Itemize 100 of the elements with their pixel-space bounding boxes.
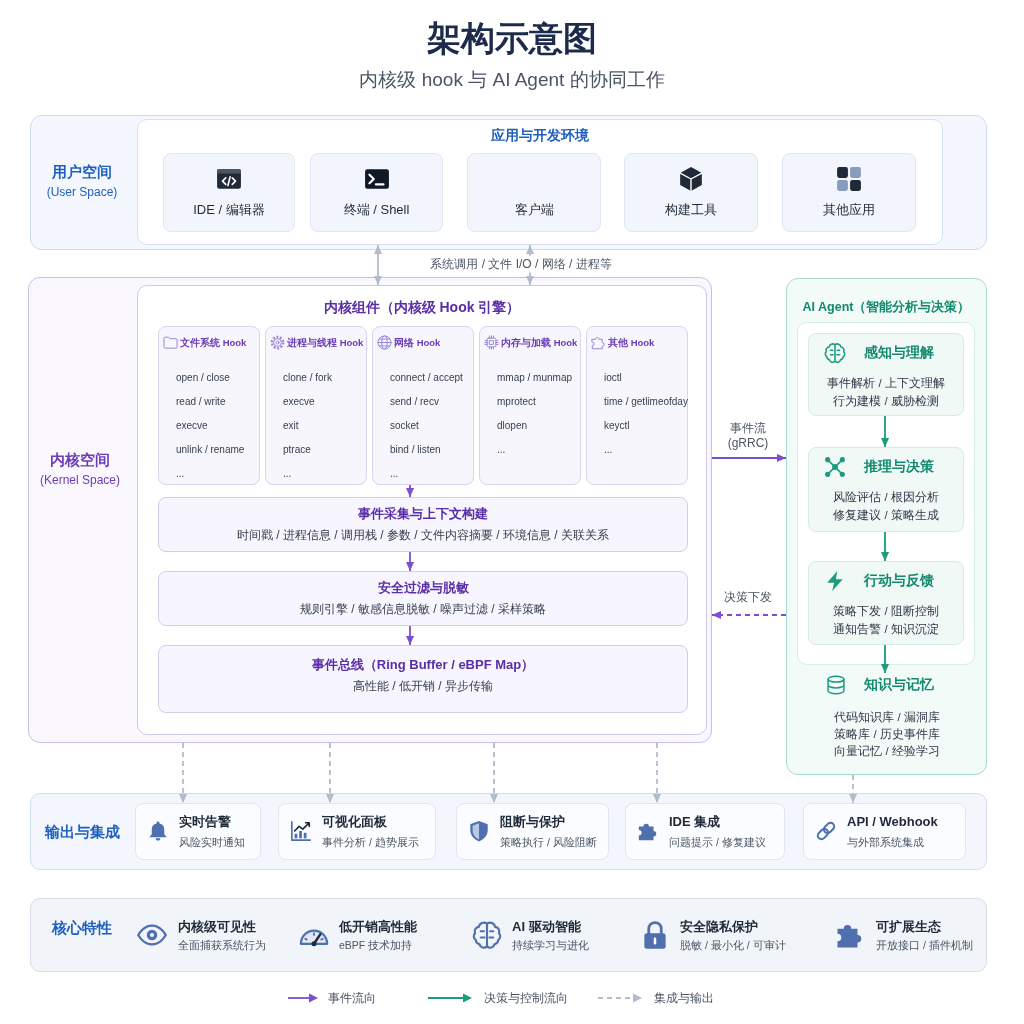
arrow: [880, 644, 890, 674]
step-title: 安全过滤与脱敏: [377, 579, 469, 596]
step-title: 事件总线（Ring Buffer / eBPF Map）: [311, 657, 535, 674]
hook-card: [479, 326, 581, 485]
stage-detail: 策略下发 / 阻断控制: [833, 603, 939, 619]
hook-card: [158, 326, 260, 485]
card-title: 实时告警: [179, 813, 231, 831]
stage-detail: 风险评估 / 根因分析: [833, 489, 939, 505]
feature-title: 低开销高性能: [339, 918, 417, 936]
syscall-item: unlink / rename: [176, 443, 245, 457]
stage-box: [808, 447, 964, 532]
stage-detail: 事件解析 / 上下文理解: [827, 375, 945, 391]
output-card: [625, 803, 785, 860]
app-card: [782, 153, 916, 232]
section-label: 内核空间: [50, 450, 110, 470]
section-band: [28, 277, 712, 743]
hook-card: [372, 326, 474, 485]
card-detail: 风险实时通知: [179, 836, 245, 850]
output-card: [135, 803, 261, 860]
card-detail: 问题提示 / 修复建议: [669, 836, 766, 850]
hook-title: 内存与加载 Hook: [501, 337, 578, 349]
arrow: [405, 484, 415, 498]
arrow: [405, 625, 415, 646]
arrow: [880, 415, 890, 448]
stage-box: [808, 333, 964, 416]
dashed-arrow: [489, 742, 499, 804]
app-card: [467, 153, 601, 232]
syscall-item: mprotect: [497, 395, 536, 409]
feature-title: AI 驱动智能: [512, 918, 581, 936]
syscall-item: bind / listen: [390, 443, 441, 457]
hook-title: 文件系统 Hook: [180, 337, 247, 349]
syscall-item: keyctl: [604, 419, 630, 433]
card-title: 可视化面板: [322, 813, 387, 831]
stage-detail: 行为建模 / 威胁检测: [833, 393, 939, 409]
agent-panel: [786, 278, 987, 775]
section-band: [30, 793, 987, 870]
syscall-item: connect / accept: [390, 371, 463, 385]
feature-title: 内核级可见性: [178, 918, 256, 936]
feature-detail: 持续学习与进化: [512, 939, 589, 953]
app-label: 构建工具: [665, 201, 717, 219]
section-sublabel: (User Space): [46, 184, 118, 200]
legend-label: 决策与控制流向: [484, 990, 568, 1006]
stage-detail: 修复建议 / 策略生成: [833, 507, 939, 523]
app-card: [310, 153, 443, 232]
dashed-arrow: [711, 610, 787, 620]
stage-title: 知识与记忆: [864, 676, 934, 694]
panel-title: 应用与开发环境: [491, 127, 589, 145]
stage-detail: 通知告警 / 知识沉淀: [833, 621, 939, 637]
process-box: [158, 497, 688, 552]
hook-title: 网络 Hook: [394, 337, 441, 349]
hook-card: [265, 326, 367, 485]
output-card: [278, 803, 436, 860]
stage-title: 感知与理解: [864, 344, 934, 362]
output-card: [456, 803, 609, 860]
syscall-item: clone / fork: [283, 371, 332, 385]
step-detail: 高性能 / 低开销 / 异步传输: [353, 678, 493, 694]
feature-detail: 开放接口 / 插件机制: [876, 939, 973, 953]
app-label: IDE / 编辑器: [193, 201, 265, 219]
stage-detail: 代码知识库 / 漏洞库: [834, 709, 940, 725]
dashed-arrow: [178, 742, 188, 804]
stage-title: 行动与反馈: [864, 572, 934, 590]
arrow: [405, 551, 415, 572]
step-detail: 时间戳 / 进程信息 / 调用栈 / 参数 / 文件内容摘要 / 环境信息 / 关联关系: [237, 527, 609, 542]
syscall-item: send / recv: [390, 395, 439, 409]
syscall-item: ...: [390, 467, 399, 481]
legend-label: 事件流向: [328, 990, 376, 1006]
app-label: 客户端: [514, 201, 554, 219]
card-detail: 策略执行 / 风险阻断: [500, 836, 597, 850]
stage-box: [808, 561, 964, 645]
panel-title: 内核组件（内核级 Hook 引擎）: [323, 299, 521, 317]
syscall-item: ...: [283, 467, 292, 481]
arrow: [880, 531, 890, 562]
app-label: 其他应用: [823, 201, 875, 219]
section-label: 用户空间: [52, 162, 112, 182]
syscall-item: execve: [176, 419, 208, 433]
hook-card: [586, 326, 688, 485]
syscall-item: ...: [604, 443, 613, 457]
syscall-item: ...: [497, 443, 506, 457]
process-box: [158, 571, 688, 626]
syscall-item: socket: [390, 419, 419, 433]
step-detail: 规则引擎 / 敏感信息脱敏 / 噪声过滤 / 采样策略: [300, 601, 546, 616]
dashed-arrow: [652, 742, 662, 804]
syscall-item: ptrace: [283, 443, 311, 457]
stage-detail: 向量记忆 / 经验学习: [834, 743, 940, 759]
hook-title: 其他 Hook: [608, 337, 655, 349]
section-label: 核心特性: [52, 918, 112, 938]
card-detail: 事件分析 / 趋势展示: [322, 836, 419, 850]
card-title: API / Webhook: [847, 813, 938, 831]
syscall-item: ...: [176, 467, 185, 481]
panel: [137, 285, 707, 735]
stage-detail: 策略库 / 历史事件库: [834, 726, 940, 742]
card-detail: 与外部系统集成: [847, 836, 924, 850]
double-arrow: [373, 244, 383, 286]
app-card: [624, 153, 758, 232]
syscall-item: open / close: [176, 371, 230, 385]
section-band: [30, 115, 987, 250]
syscall-item: ioctl: [604, 371, 622, 385]
feature-detail: 脱敏 / 最小化 / 可审计: [680, 939, 786, 953]
feature-detail: eBPF 技术加持: [339, 939, 413, 953]
dashed-arrow: [848, 774, 858, 804]
